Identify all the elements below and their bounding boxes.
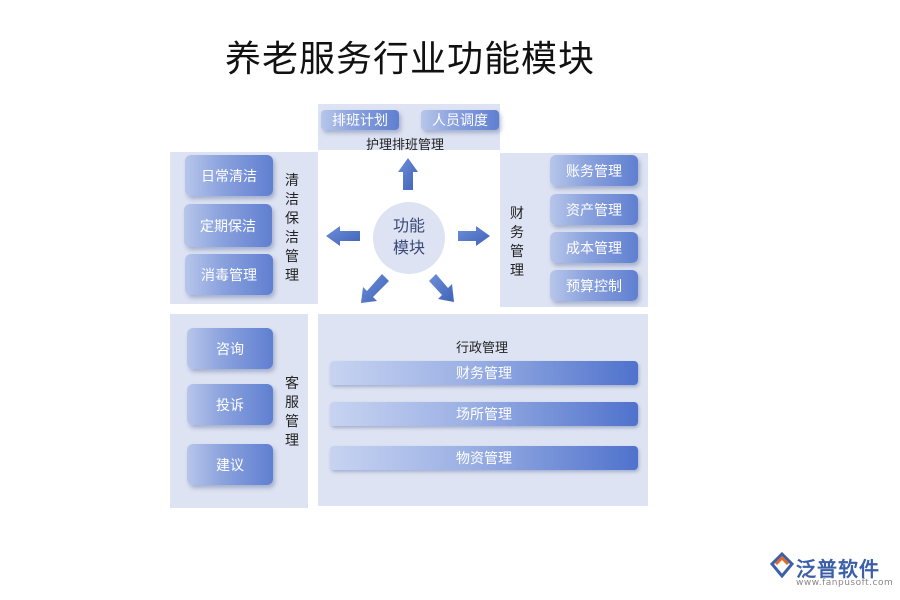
- finance-item-budget[interactable]: 预算控制: [550, 270, 638, 301]
- nursing-label: 护理排班管理: [366, 138, 445, 153]
- logo-name: 泛普软件: [796, 557, 880, 581]
- center-module-circle: [373, 202, 445, 274]
- finance-item-accounts[interactable]: 账务管理: [550, 155, 638, 186]
- arrow-down-left-icon: [361, 274, 389, 303]
- arrow-left-icon: [326, 226, 360, 246]
- arrow-right-icon: [458, 226, 490, 246]
- finance-label: 财务管理: [510, 206, 524, 279]
- fanpu-logo-icon: [769, 552, 795, 578]
- nursing-item-staff-dispatch[interactable]: 人员调度: [421, 110, 499, 130]
- service-item-complaint[interactable]: 投诉: [187, 384, 273, 425]
- admin-item-venue[interactable]: 场所管理: [330, 402, 638, 426]
- cleaning-item-daily[interactable]: 日常清洁: [185, 155, 273, 196]
- admin-item-finance[interactable]: 财务管理: [330, 361, 638, 385]
- arrow-up-icon: [398, 158, 418, 190]
- cleaning-item-disinfection[interactable]: 消毒管理: [185, 254, 273, 295]
- admin-item-materials[interactable]: 物资管理: [330, 446, 638, 470]
- cleaning-label: 清洁保洁管理: [285, 173, 299, 284]
- nursing-item-schedule-plan[interactable]: 排班计划: [321, 110, 399, 130]
- cleaning-item-periodic[interactable]: 定期保洁: [184, 204, 272, 247]
- center-line-1: 功能: [392, 216, 425, 235]
- center-line-2: 模块: [392, 238, 425, 257]
- center-module-label: 功能 模块: [373, 215, 445, 259]
- service-item-suggestion[interactable]: 建议: [187, 444, 273, 485]
- admin-label: 行政管理: [456, 341, 509, 356]
- arrow-down-right-icon: [429, 274, 454, 302]
- logo-url: www.fanpusoft.com: [796, 578, 894, 588]
- page-title: 养老服务行业功能模块: [224, 39, 595, 80]
- service-label: 客服管理: [285, 376, 299, 449]
- finance-item-cost[interactable]: 成本管理: [550, 232, 638, 263]
- service-item-consult[interactable]: 咨询: [187, 328, 273, 369]
- finance-item-assets[interactable]: 资产管理: [550, 194, 638, 225]
